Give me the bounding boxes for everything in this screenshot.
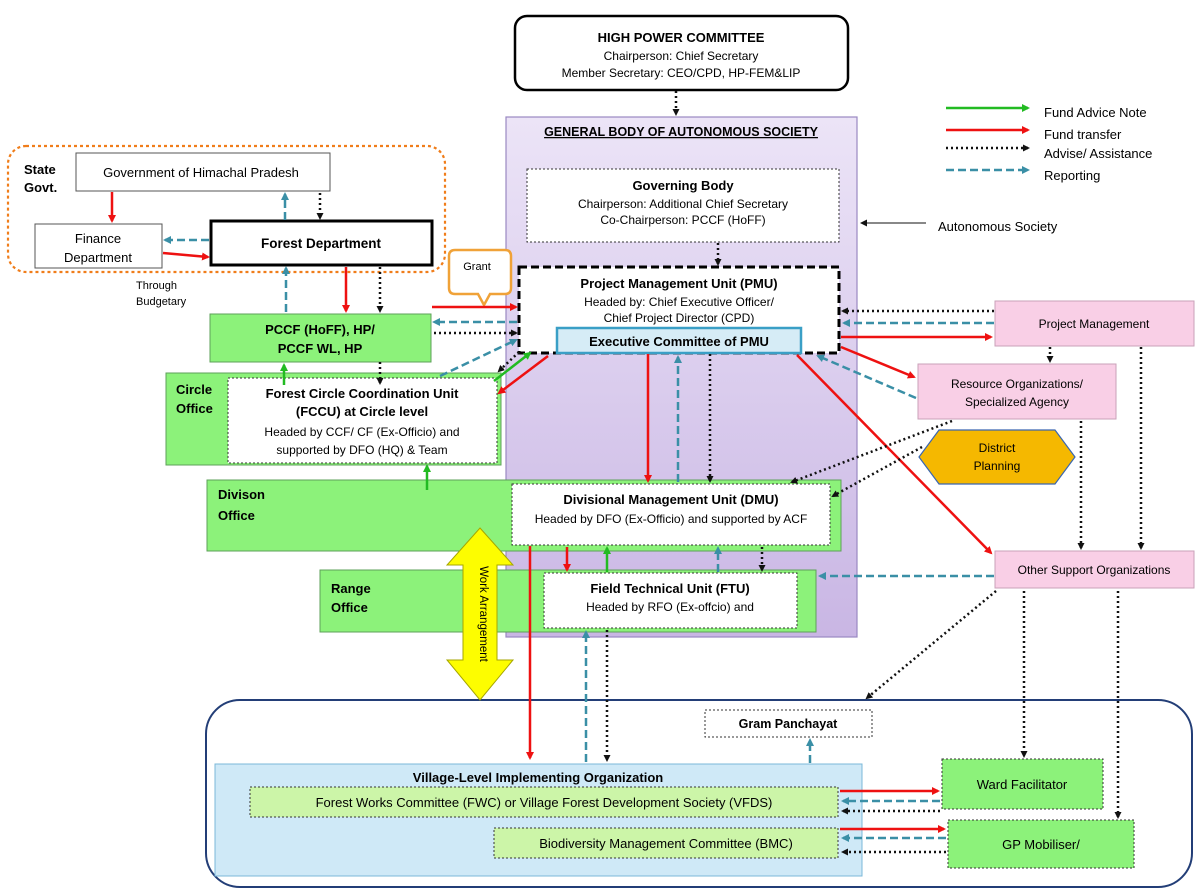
high-power-committee-box (513, 14, 850, 92)
hpc-line-1: Chairperson: Chief Secretary (604, 49, 759, 63)
fccu-to-pmu-reporting (439, 338, 518, 378)
resource-line-1: Resource Organizations/ (951, 377, 1084, 391)
legend-advise-label: Advise/ Assistance (1044, 146, 1152, 161)
district-planning-box (918, 429, 1076, 485)
range-label-2: Office (331, 600, 368, 615)
dmu-box (511, 483, 831, 546)
division-label-2: Office (218, 508, 255, 523)
project-management-label: Project Management (1039, 317, 1150, 331)
through-label-1: Through (136, 280, 177, 292)
gram-panchayat-box (704, 709, 873, 738)
grant-callout (447, 248, 513, 308)
legend-fund-transfer-label: Fund transfer (1044, 127, 1122, 142)
district-line-1: District (979, 441, 1016, 455)
dmu-line-1: Headed by DFO (Ex-Officio) and supported… (535, 512, 808, 526)
governing-title: Governing Body (632, 178, 734, 193)
governing-line-1: Chairperson: Additional Chief Secretary (578, 197, 788, 211)
through-label-2: Budgetary (136, 296, 187, 308)
pmu-line-1: Headed by: Chief Executive Officer/ (584, 295, 775, 309)
circle-label-2: Office (176, 401, 213, 416)
resource-to-pmu-reporting (816, 354, 917, 400)
bmc-label: Biodiversity Management Committee (BMC) (539, 836, 793, 851)
hpc-line-2: Member Secretary: CEO/CPD, HP-FEM&LIP (562, 66, 801, 80)
ward-facilitator-box (941, 758, 1104, 810)
dmu-title: Divisional Management Unit (DMU) (563, 492, 778, 507)
project-management-box (994, 300, 1195, 347)
gov-hp-box (75, 152, 331, 192)
general-body-title: GENERAL BODY OF AUTONOMOUS SOCIETY (544, 125, 819, 139)
ftu-title: Field Technical Unit (FTU) (590, 581, 749, 596)
resource-org-box (917, 363, 1117, 420)
fwc-label: Forest Works Committee (FWC) or Village … (316, 795, 773, 810)
pmu-to-fccu-transfer (497, 355, 549, 395)
hpc-title: HIGH POWER COMMITTEE (598, 30, 765, 45)
state-govt-group (6, 144, 447, 274)
legend-reporting-label: Reporting (1044, 168, 1100, 183)
exec-committee-box (555, 326, 803, 355)
ftu-line-1: Headed by RFO (Ex-offcio) and (586, 600, 754, 614)
fccu-line-1: Headed by CCF/ CF (Ex-Officio) and (264, 425, 459, 439)
grant-label: Grant (463, 261, 491, 273)
autonomous-society-label: Autonomous Society (938, 219, 1058, 234)
fccu-line-2: supported by DFO (HQ) & Team (276, 443, 447, 457)
gram-panchayat-label: Gram Panchayat (739, 717, 838, 731)
work-arrangement-arrow (445, 527, 515, 701)
governing-body-box (526, 168, 840, 243)
work-arrangement-label: Work Arrangement (477, 566, 489, 662)
fccu-title-2: (FCCU) at Circle level (296, 404, 428, 419)
circle-label-1: Circle (176, 382, 212, 397)
pmu-title: Project Management Unit (PMU) (580, 276, 777, 291)
district-to-dmu-advice (831, 445, 923, 498)
ward-facilitator-label: Ward Facilitator (977, 777, 1068, 792)
state-label-2: Govt. (24, 180, 57, 195)
other-support-box (994, 550, 1195, 589)
legend: Fund Advice Note Fund transfer Advise/ A… (946, 104, 1152, 183)
bmc-box (493, 827, 839, 859)
state-label-1: State (24, 162, 56, 177)
other-to-gp-advice (865, 590, 997, 700)
resource-line-2: Specialized Agency (965, 395, 1069, 409)
division-label-1: Divison (218, 487, 265, 502)
fccu-box (227, 377, 498, 464)
finance-label-1: Finance (75, 231, 121, 246)
village-title: Village-Level Implementing Organization (413, 770, 663, 785)
governing-line-2: Co-Chairperson: PCCF (HoFF) (600, 213, 765, 227)
fccu-to-pmu-advice-note (493, 351, 532, 382)
finance-to-forest-transfer (162, 251, 210, 261)
ftu-box (543, 572, 798, 629)
forest-dept-label: Forest Department (261, 236, 382, 251)
pccf-box (209, 313, 432, 363)
gov-hp-label: Government of Himachal Pradesh (103, 165, 299, 180)
finance-label-2: Department (64, 250, 132, 265)
forest-dept-box (209, 219, 434, 267)
pmu-to-resource-transfer (840, 345, 916, 379)
gp-mobiliser-box (947, 819, 1135, 869)
connectors (108, 91, 1145, 856)
district-line-2: Planning (974, 459, 1021, 473)
pccf-line-1: PCCF (HoFF), HP/ (265, 322, 375, 337)
fwc-box (249, 786, 839, 818)
exec-committee-label: Executive Committee of PMU (589, 334, 769, 349)
finance-dept-box (34, 223, 163, 269)
range-label-1: Range (331, 581, 371, 596)
legend-fund-advice-label: Fund Advice Note (1044, 105, 1147, 120)
pccf-line-2: PCCF WL, HP (278, 341, 363, 356)
pmu-line-2: Chief Project Director (CPD) (604, 311, 755, 325)
pmu-to-other-support-transfer (796, 354, 993, 555)
fccu-title-1: Forest Circle Coordination Unit (266, 386, 460, 401)
other-support-label: Other Support Organizations (1018, 563, 1171, 577)
gp-mobiliser-label: GP Mobiliser/ (1002, 837, 1080, 852)
resource-to-dmu-advice (790, 419, 953, 484)
